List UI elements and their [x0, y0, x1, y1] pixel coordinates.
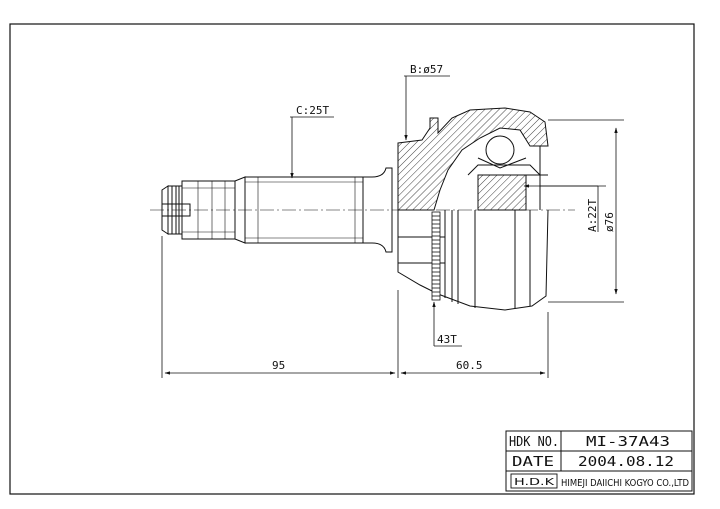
abs-ring-label: 43T	[437, 333, 457, 346]
title-block	[505, 430, 693, 492]
leader-abs-ring	[432, 301, 462, 347]
spline-inner-label: A:22T	[586, 199, 599, 232]
leader-spline-inner	[523, 184, 606, 232]
drawing-frame	[9, 23, 695, 495]
abs-tone-ring	[431, 211, 441, 301]
housing-length-label: 60.5	[456, 359, 483, 372]
dim-diameter	[548, 119, 624, 303]
outer-shaft	[161, 167, 393, 253]
part-no-label: HDK NO.	[509, 435, 559, 450]
date-value: 2004.08.12	[578, 455, 674, 470]
spline-outer-label: C:25T	[296, 104, 329, 117]
bearing-label: B:ø57	[410, 63, 443, 76]
company-name: HIMEJI DAIICHI KOGYO CO.,LTD	[561, 478, 689, 489]
outer-race-housing	[397, 107, 549, 311]
leader-bearing	[404, 75, 450, 141]
hdk-logo-box	[510, 473, 558, 489]
shaft-length-label: 95	[272, 359, 285, 372]
part-no-value: MI-37A43	[586, 435, 670, 450]
hdk-logo: H.D.K	[514, 477, 556, 488]
diameter-label: ø76	[603, 212, 616, 232]
date-label: DATE	[512, 455, 554, 470]
dim-lengths	[161, 236, 549, 378]
leader-spline-outer	[290, 116, 334, 179]
